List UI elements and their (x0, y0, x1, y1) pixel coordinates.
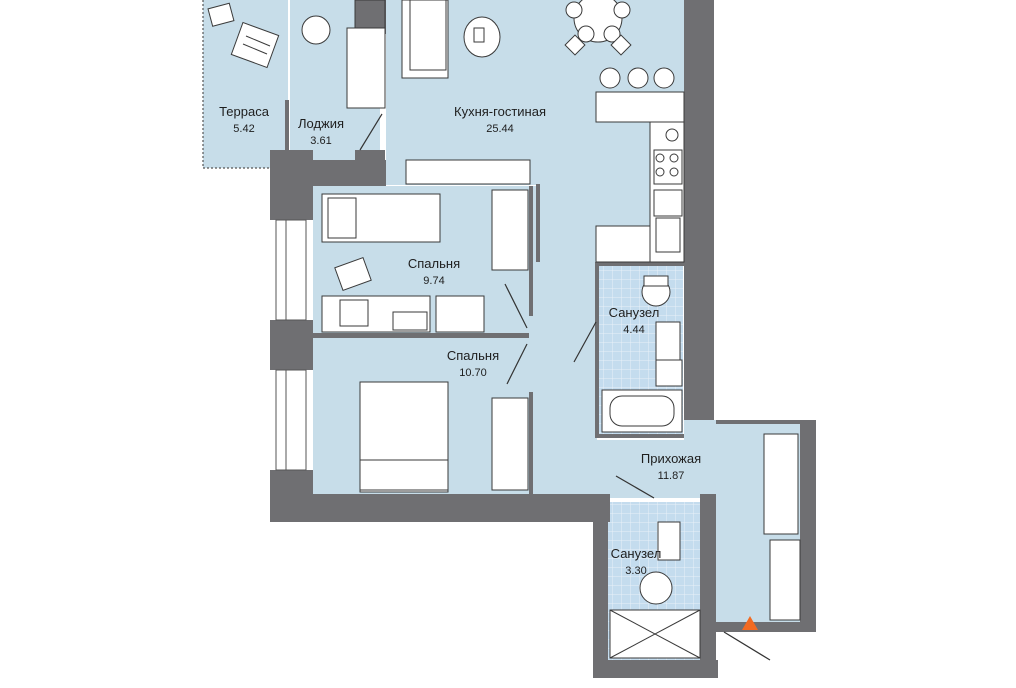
room-name: Лоджия (297, 116, 345, 131)
room-label-bedroom2: Спальня 10.70 (447, 348, 499, 379)
windows-left (275, 219, 307, 471)
room-label-bedroom1: Спальня 9.74 (408, 256, 460, 287)
room-name: Терраса (219, 104, 269, 119)
furniture (207, 0, 801, 659)
room-name: Спальня (446, 348, 500, 363)
room-label-bath1: Санузел 4.44 (609, 305, 660, 336)
door-swings (359, 113, 771, 661)
room-label-hall: Прихожая 11.87 (641, 451, 701, 482)
room-area: 10.70 (459, 367, 487, 379)
room-name: Кухня-гостиная (454, 104, 546, 119)
room-area: 3.30 (625, 565, 647, 577)
walls (270, 0, 816, 678)
room-name: Прихожая (640, 451, 702, 466)
room-label-terrace: Терраса 5.42 (219, 104, 269, 135)
entrance-marker (742, 616, 758, 630)
room-label-loggia: Лоджия 3.61 (298, 116, 344, 147)
room-area: 11.87 (657, 470, 685, 482)
room-area: 25.44 (486, 123, 514, 135)
room-area: 3.61 (310, 135, 332, 147)
room-name: Санузел (608, 305, 660, 320)
room-name: Спальня (407, 256, 461, 271)
room-area: 9.74 (423, 275, 445, 287)
terrace-railing (202, 0, 272, 169)
kitchen-floor (386, 0, 684, 262)
room-label-kitchen: Кухня-гостиная 25.44 (454, 104, 546, 135)
room-area: 5.42 (233, 123, 255, 135)
room-name: Санузел (610, 546, 662, 561)
room-label-bath2: Санузел 3.30 (611, 546, 662, 577)
room-area: 4.44 (623, 324, 645, 336)
